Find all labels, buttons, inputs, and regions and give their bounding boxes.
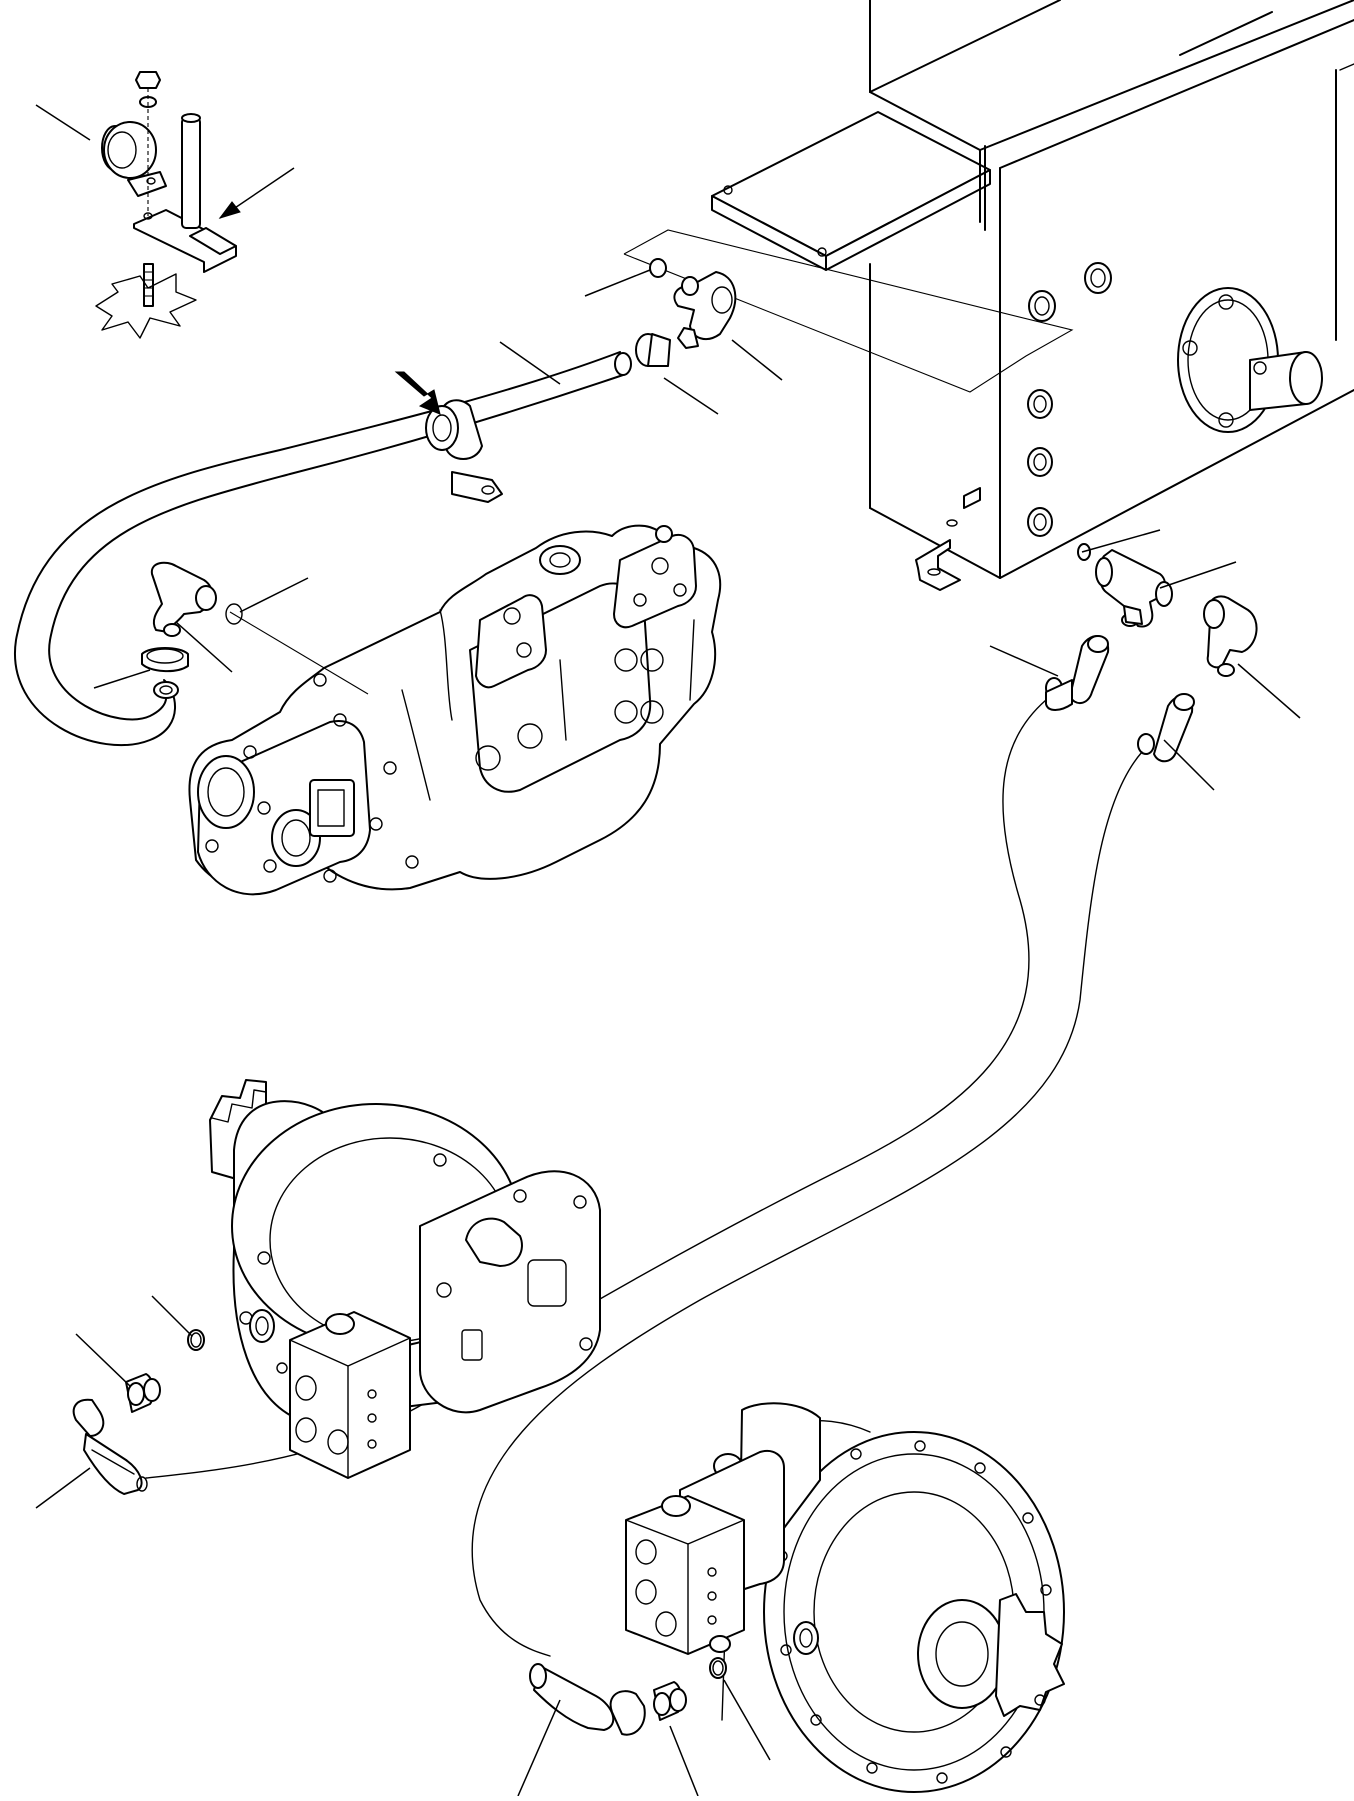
- hydraulic-pump: [188, 524, 722, 896]
- drain-hose-right-motor: [471, 751, 1143, 1657]
- tank-port: [1027, 262, 1112, 537]
- left-travel-motor: [209, 1079, 601, 1479]
- right-motor-fittings: [529, 1657, 727, 1736]
- hose-end-right: [1137, 693, 1195, 763]
- left-motor-fittings: [72, 1329, 205, 1495]
- hose-clamp-detail: [95, 71, 237, 339]
- hydraulic-tank: [623, 0, 1354, 591]
- elbow-fitting-right: [1203, 595, 1258, 677]
- elbow-fitting-pump: [141, 561, 243, 672]
- tank-flange: [1177, 287, 1323, 433]
- right-travel-motor: [625, 1402, 1065, 1793]
- center-clamp: [425, 399, 503, 503]
- hose-end-left: [1045, 635, 1110, 711]
- tee-fitting: [1077, 543, 1173, 628]
- elbow-fitting-top: [635, 258, 737, 367]
